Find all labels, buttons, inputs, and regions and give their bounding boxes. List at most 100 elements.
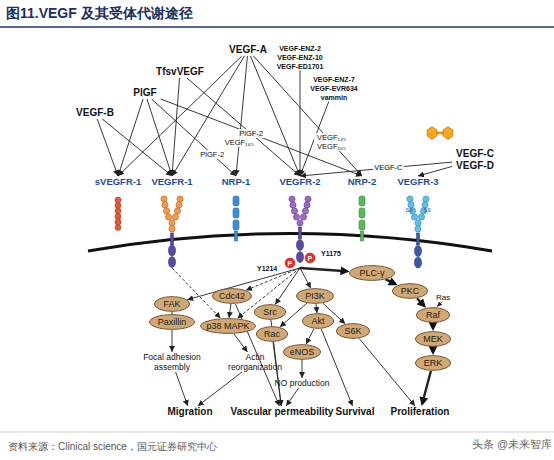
ras-leader (437, 302, 442, 307)
signal-molecule-text: ERK (415, 355, 451, 371)
process-note-text: Actin reorganization (223, 352, 287, 372)
connector-arrow (273, 342, 281, 406)
connector-arrow (417, 298, 424, 305)
ellipse-outline (154, 297, 189, 312)
receptor-label: NRP-2 (342, 176, 382, 242)
outcome-label: Survival (330, 406, 380, 418)
ellipse-outline (416, 308, 449, 323)
signal-molecule: Cdc42 (212, 288, 252, 304)
ligand-label-text: VEGF-C (452, 148, 498, 160)
receptor-nrp2 (361, 231, 364, 241)
ligand-label: VEGF-A (226, 44, 270, 56)
residue-label: Y1214 (257, 265, 277, 272)
receptor-vegfr1 (165, 214, 171, 220)
receptor-vegfr1 (174, 208, 180, 214)
source-caption: 资料来源：Clinical science，国元证券研究中心 (8, 440, 217, 454)
receptor-label-text: VEGFR-2 (275, 176, 325, 188)
signal-molecule-text: Src (254, 304, 286, 320)
watermark: 头条 @未来智库 (472, 437, 552, 452)
protein-label: Ras (436, 293, 450, 302)
receptor-label-text: sVEGFR-1 (93, 176, 143, 188)
ligand-label-text: VEGF-ED1701 (269, 62, 331, 71)
receptor-vegfr1 (176, 202, 182, 208)
ligand-label: VEGF-ENZ-2VEGF-ENZ-10VEGF-ED1701 (269, 44, 331, 71)
receptor-vegfr1 (169, 226, 175, 232)
soluble-receptor (115, 219, 121, 225)
receptor-nrp1 (233, 196, 239, 206)
receptor-nrp2 (359, 196, 365, 206)
soluble-receptor (115, 197, 121, 231)
receptor-vegfr1 (163, 208, 169, 214)
signal-molecule-text: eNOS (283, 344, 321, 360)
ellipse-outline (415, 356, 450, 371)
signal-molecule: Src (254, 304, 286, 320)
receptor-vegfr3 (418, 214, 424, 220)
receptor-domain (296, 252, 303, 263)
receptor-vegfr1 (162, 202, 168, 208)
signal-molecule-text: Paxillin (149, 314, 195, 330)
connector-arrow (300, 162, 452, 176)
ligand-label-text: VEGF-D (452, 160, 498, 172)
process-note-text: NO production (264, 378, 340, 388)
connector-arrow (275, 268, 300, 304)
receptor-domain (296, 240, 303, 251)
ligand-label-text: VEGF-ENZ-2 (269, 44, 331, 53)
receptor-nrp2 (359, 220, 365, 230)
signal-molecule: p38 MAPK (200, 318, 256, 334)
connector-arrow (172, 78, 180, 176)
receptor-vegfr2 (290, 202, 296, 208)
receptor-vegfr3 (411, 214, 417, 220)
receptor-domain (296, 227, 303, 263)
ligand-label-text: VEGF-ENZ-10 (269, 53, 331, 62)
connector-arrow (432, 323, 434, 328)
phosphate-marker (285, 258, 295, 268)
connector-arrow (316, 304, 317, 313)
ligand-label-text: VEGF-EVR634 (303, 84, 365, 93)
receptor-vegfr2 (304, 202, 310, 208)
signal-molecule-text: S6K (336, 323, 370, 339)
signal-molecule-text: PKC (392, 283, 428, 299)
ellipse-outline (283, 345, 320, 360)
receptor-vegfr1 (161, 196, 167, 202)
ligand-label-text: PlGF (129, 87, 161, 99)
receptor-label: NRP-1 (216, 176, 256, 242)
process-note: Actin reorganization (223, 352, 287, 372)
ras-leader (437, 302, 442, 307)
ligand-label-text: VEGF-A (226, 44, 270, 56)
ellipse-outline (149, 315, 194, 330)
cell-membrane (88, 234, 492, 252)
receptor-vegfr2 (300, 214, 306, 220)
receptor-domain (414, 246, 421, 257)
connector-arrow (286, 388, 298, 406)
connector-arrow (306, 329, 314, 344)
receptor-label: VEGFR-3 (393, 176, 443, 268)
ligand-label: PlGF (129, 87, 161, 99)
receptor-vegfr1 (172, 214, 178, 220)
outcome-label-text: Survival (330, 406, 380, 418)
signal-molecule: Akt (302, 313, 334, 329)
ligand-label-text: VEGF-ENZ-7 (303, 75, 365, 84)
edge-label: PlGF-2 (238, 129, 264, 138)
edge-label: VEGF₁₆₅ (224, 138, 255, 147)
receptor-domain (417, 233, 420, 245)
connector-arrow (422, 371, 431, 403)
signal-molecule-text: Cdc42 (212, 288, 252, 304)
receptor-label-text: VEGFR-1 (147, 176, 197, 188)
signal-molecule-text: PLC-γ (349, 265, 395, 281)
signal-molecule: PI3K (296, 288, 334, 304)
receptor-vegfr2 (289, 196, 295, 202)
connector-arrow (250, 56, 300, 176)
ellipse-outline (392, 284, 427, 299)
process-note: Focal adhesion assembly (136, 352, 208, 372)
signal-molecule: Paxillin (149, 314, 195, 330)
signal-molecule: Rac (256, 326, 288, 342)
connector-arrow (300, 268, 311, 288)
receptor-label-text: NRP-1 (216, 176, 256, 188)
receptor-vegfr2 (291, 208, 297, 214)
edge-label: PlGF-2 (199, 150, 225, 159)
ellipse-outline (201, 319, 256, 334)
receptor-vegfr1 (161, 196, 183, 232)
signal-molecule-text: p38 MAPK (200, 318, 256, 334)
connector-arrow (432, 347, 434, 352)
